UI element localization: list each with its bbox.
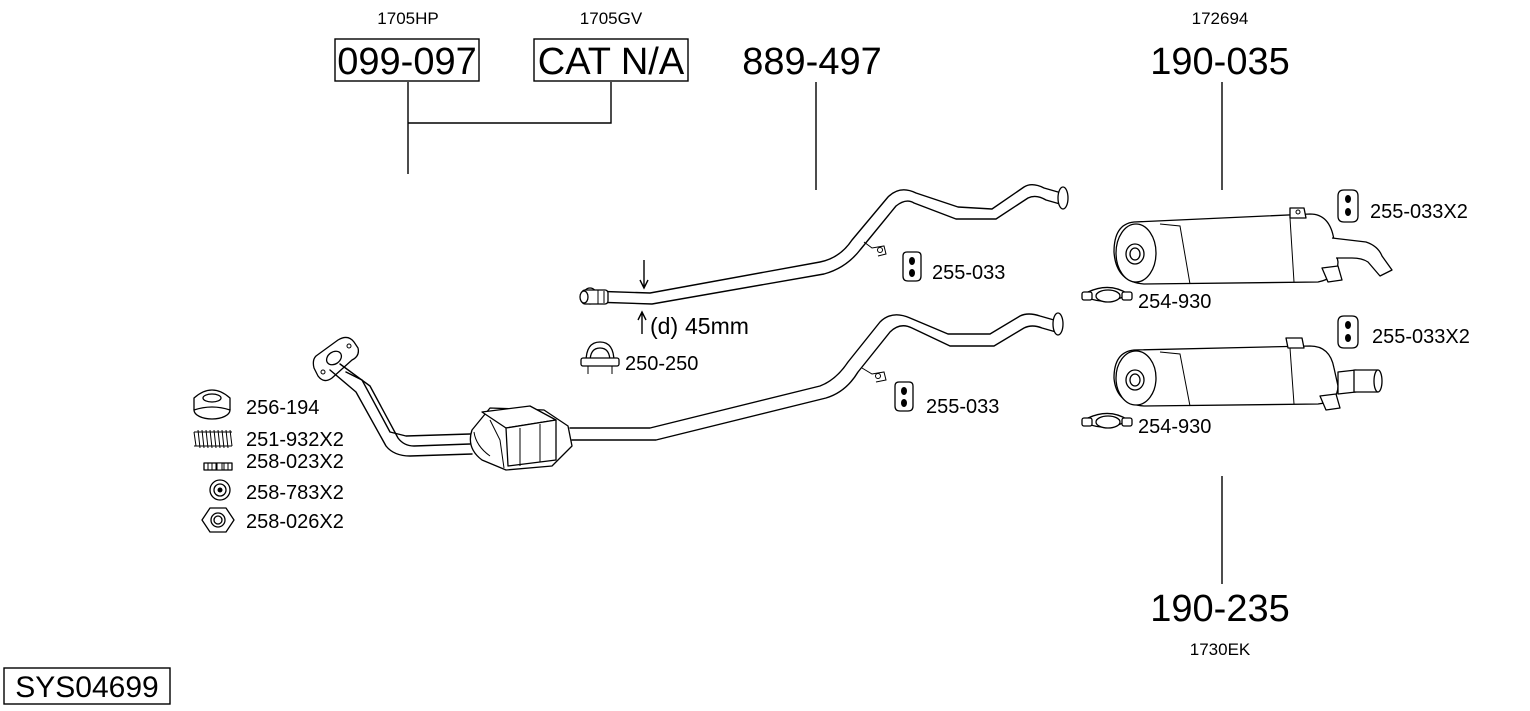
rear-box-upper-part-number[interactable]: 190-035 [1150, 41, 1289, 83]
front-pipe-part-box [334, 38, 480, 82]
washer-icon [209, 479, 231, 501]
diameter-arrow-bottom [637, 310, 647, 334]
system-code: SYS04699 [15, 671, 158, 704]
kit-washer-part-number[interactable]: 258-783X2 [246, 482, 344, 504]
catalytic-converter[interactable] [469, 405, 573, 471]
rear-silencer-upper[interactable] [1113, 207, 1393, 285]
rear-box-upper-oe-ref: 172694 [1192, 9, 1249, 28]
rear-lower-clamp-part-number[interactable]: 254-930 [1138, 416, 1211, 438]
rubber-mount-icon [1337, 189, 1359, 223]
kit-stud-part-number[interactable]: 258-023X2 [246, 451, 344, 473]
rear-lower-rubber-part-number[interactable]: 255-033X2 [1372, 326, 1470, 348]
diameter-value: 45mm [685, 313, 749, 339]
front-pipe-leader [407, 82, 612, 174]
intermediate-pipe-part-number[interactable]: 889-497 [742, 41, 881, 83]
centre-pipe[interactable] [569, 312, 1064, 441]
rear-silencer-lower[interactable] [1113, 337, 1383, 411]
rear-upper-rubber-part-number[interactable]: 255-033X2 [1370, 201, 1468, 223]
centre-hanger-part-number[interactable]: 255-033 [926, 396, 999, 418]
band-clamp-icon [1081, 286, 1133, 303]
rubber-mount-icon [1337, 315, 1359, 349]
diameter-arrow-top [639, 260, 649, 290]
gasket-ring-icon [193, 389, 231, 420]
kit-gasket-part-number[interactable]: 256-194 [246, 397, 319, 419]
hex-nut-icon [201, 507, 235, 533]
front-pipe-part-number[interactable]: 099-097 [337, 41, 476, 83]
kit-nut-part-number[interactable]: 258-026X2 [246, 511, 344, 533]
front-pipe[interactable] [312, 336, 473, 457]
diameter-label: (d) [650, 313, 678, 339]
rear-box-lower-part-number[interactable]: 190-235 [1150, 588, 1289, 630]
catalyst-part-box [533, 38, 689, 82]
u-clamp-icon [580, 341, 620, 374]
catalyst-oe-ref: 1705GV [580, 9, 643, 28]
kit-spring-part-number[interactable]: 251-932X2 [246, 429, 344, 451]
u-clamp-part-number[interactable]: 250-250 [625, 353, 698, 375]
stud-bolt-icon [203, 462, 233, 471]
catalyst-part-number[interactable]: CAT N/A [538, 41, 685, 83]
rear-box-lower-oe-ref: 1730EK [1190, 640, 1251, 659]
rubber-hanger-icon [894, 381, 914, 412]
front-pipe-oe-ref: 1705HP [377, 9, 438, 28]
spring-icon [193, 429, 233, 449]
system-code-box [3, 667, 171, 705]
rubber-hanger-icon [902, 251, 922, 282]
intermediate-hanger-part-number[interactable]: 255-033 [932, 262, 1005, 284]
band-clamp-icon [1081, 412, 1133, 429]
intermediate-pipe[interactable] [579, 184, 1069, 305]
rear-upper-clamp-part-number[interactable]: 254-930 [1138, 291, 1211, 313]
